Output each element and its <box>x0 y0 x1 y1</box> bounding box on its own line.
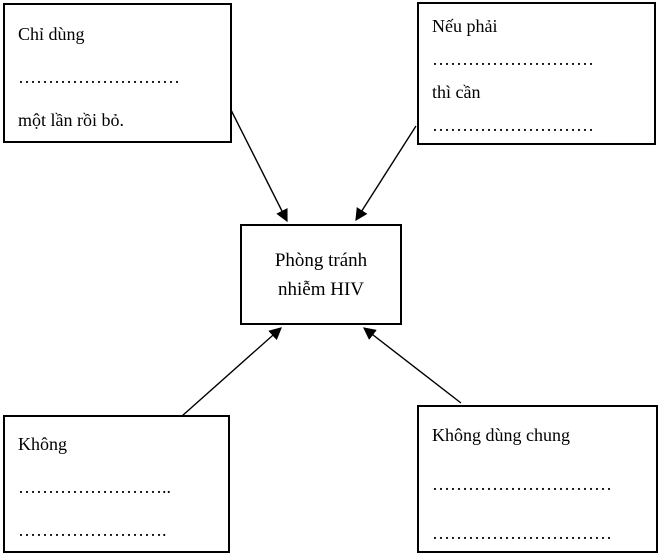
dotted-blank: ……………………… <box>18 67 180 87</box>
dotted-blank: ……………………. <box>18 520 167 540</box>
box-top-left-suffix: một lần rồi bỏ. <box>18 110 124 130</box>
arrow-top-left-to-center <box>230 109 288 223</box>
center-title-line1: Phòng tránh <box>274 249 368 271</box>
box-top-right-label: Nếu phải <box>432 16 498 36</box>
arrow-bottom-left-to-center <box>181 327 282 417</box>
box-bottom-right: Không dùng chung ………………………… ………………………… <box>417 405 658 553</box>
box-bottom-right-label: Không dùng chung <box>432 425 570 445</box>
dotted-blank: ………………………… <box>432 523 612 543</box>
box-top-left-label: Chỉ dùng <box>18 24 85 44</box>
arrow-top-right-to-center <box>355 125 417 222</box>
dotted-blank: ………………………… <box>432 474 612 494</box>
center-title-line2: nhiễm HIV <box>277 278 364 300</box>
box-top-left: Chỉ dùng ……………………… một lần rồi bỏ. <box>3 3 232 143</box>
box-top-right-label2: thì cần <box>432 82 481 102</box>
dotted-blank: …………………….. <box>18 477 171 497</box>
dotted-blank: ……………………… <box>432 49 594 69</box>
box-top-right: Nếu phải ……………………… thì cần ……………………… <box>417 2 656 145</box>
box-bottom-left-label: Không <box>18 434 67 454</box>
arrow-bottom-right-to-center <box>363 327 462 404</box>
box-center-phong-tranh-nhiem-hiv: Phòng tránh nhiễm HIV <box>240 224 402 325</box>
dotted-blank: ……………………… <box>432 115 594 135</box>
box-bottom-left: Không …………………….. ……………………. <box>3 415 230 553</box>
